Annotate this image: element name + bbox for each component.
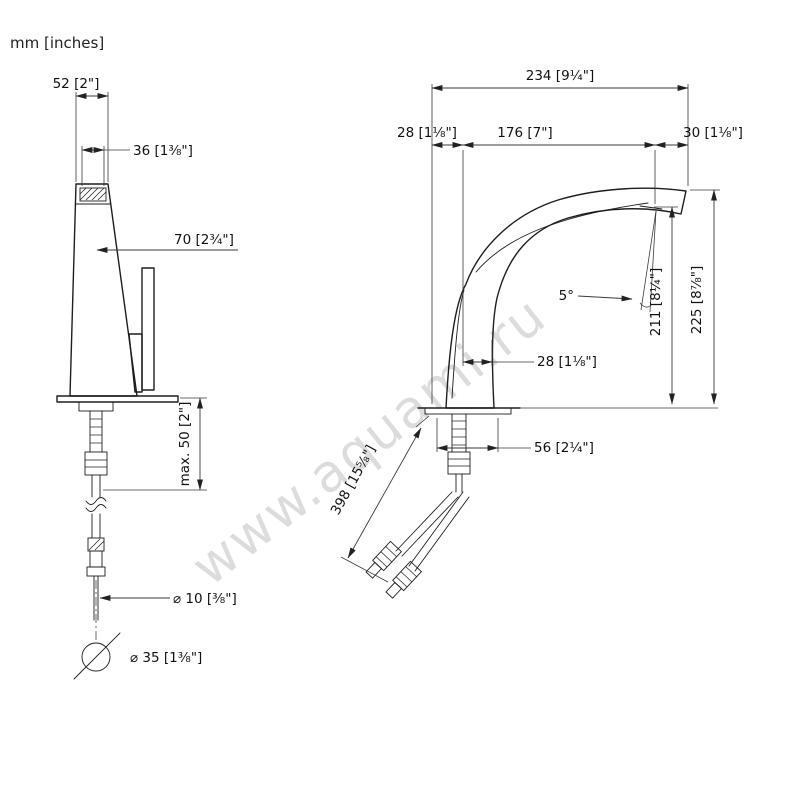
- break-line: [85, 497, 107, 505]
- dim-outlet-height: 211 [8¼"]: [648, 206, 678, 405]
- dim-front-handle: 70 [2¾"]: [96, 232, 238, 253]
- dim-label: 52 [2"]: [53, 76, 100, 92]
- dim-line: [347, 427, 422, 559]
- dim-label: 225 [8⅞"]: [689, 266, 705, 334]
- hose-fitting-1: [365, 540, 403, 579]
- dim-front-top-width: 52 [2"]: [53, 76, 109, 182]
- threaded-shaft-front: [89, 410, 103, 453]
- fitting-hatch: [94, 540, 105, 551]
- dim-label: 36 [1⅜"]: [133, 143, 193, 159]
- dim-label: 70 [2¾"]: [174, 232, 234, 248]
- dim-label: 28 [1⅛"]: [537, 354, 597, 370]
- mounting-hole-circle: [81, 642, 111, 672]
- dim-label: 28 [1⅛"]: [397, 125, 457, 141]
- aerator-hatch: [79, 187, 107, 201]
- angle-line: [640, 210, 657, 311]
- side-view: 5° 234 [9¼"] 28 [1⅛"] 176 [7"] 30 [1⅛"] …: [328, 68, 743, 599]
- angle-arc: [639, 302, 652, 308]
- dim-label: 234 [9¼"]: [526, 68, 594, 84]
- units-label: mm [inches]: [10, 34, 104, 52]
- dim-chain-row: 28 [1⅛"] 176 [7"] 30 [1⅛"]: [397, 125, 743, 366]
- dim-base-depth: 56 [2¼"]: [436, 418, 594, 456]
- handle-front: [141, 267, 155, 391]
- threaded-shaft-side: [451, 413, 467, 453]
- dim-body-depth: 28 [1⅛"]: [462, 340, 597, 370]
- dim-label: 30 [1⅛"]: [683, 125, 743, 141]
- break-line: [85, 504, 107, 512]
- hole-section-line: [73, 632, 121, 680]
- dim-label: max. 50 [2"]: [177, 402, 193, 487]
- dim-spray-angle: 5°: [559, 210, 657, 313]
- dim-label: 176 [7"]: [497, 125, 552, 141]
- dim-label: ⌀ 10 [⅜"]: [173, 591, 237, 607]
- mounting-nut-side: [447, 451, 471, 475]
- deck-plate-side: [424, 407, 512, 415]
- supply-hoses: [395, 491, 470, 572]
- ext-line: [340, 556, 389, 583]
- dim-front-spout-width: 36 [1⅜"]: [81, 143, 193, 186]
- leader-line: [577, 295, 633, 302]
- spout-inner-line: [475, 202, 649, 273]
- dim-label: 211 [8¼"]: [648, 268, 664, 336]
- hose-fitting-2: [385, 560, 423, 599]
- dim-label: ⌀ 35 [1⅜"]: [130, 650, 202, 666]
- faucet-body-front: [69, 183, 138, 397]
- dim-front-hose-diameter: ⌀ 10 [⅜"]: [99, 591, 237, 607]
- fitting-hatch: [88, 538, 101, 551]
- watermark-text: www.aquami.ru: [181, 285, 558, 598]
- dim-label: 5°: [559, 288, 574, 304]
- fitting-end: [86, 566, 106, 577]
- angle-line: [649, 210, 657, 313]
- deck-plate-front: [56, 395, 179, 403]
- aerator-face: [79, 187, 107, 202]
- handle-side-line: [451, 289, 465, 399]
- ext-line: [415, 415, 430, 428]
- dim-overall-height: 225 [8⅞"]: [689, 189, 720, 405]
- dim-front-max-mounting: max. 50 [2"]: [103, 397, 207, 491]
- escutcheon-front: [78, 401, 114, 412]
- mounting-nut-front: [84, 451, 108, 476]
- dim-total-projection: 234 [9¼"]: [431, 68, 689, 404]
- dim-label: 56 [2¼"]: [534, 440, 594, 456]
- aerator-line: [639, 205, 663, 210]
- front-view: 52 [2"] 36 [1⅜"] 70 [2¾"] max. 50 [2"] ⌀…: [53, 76, 238, 680]
- fitting-body: [89, 550, 103, 568]
- handle-connector: [128, 333, 143, 393]
- faucet-body-side: [445, 187, 687, 409]
- dim-front-hole-diameter: ⌀ 35 [1⅜"]: [130, 650, 202, 666]
